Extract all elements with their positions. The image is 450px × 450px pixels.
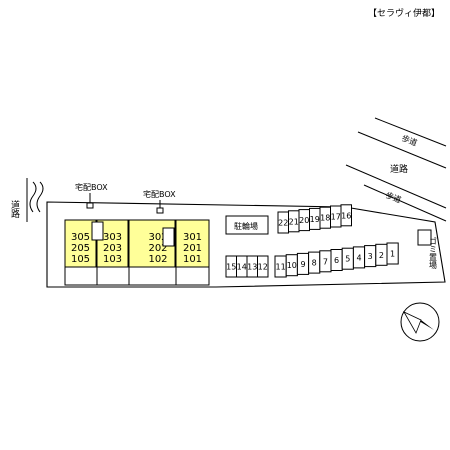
unit-number: 203 [103,243,122,254]
delivery-box-2-marker [156,207,164,214]
unit-number: 301 [183,232,202,243]
parking-space-number: 13 [247,263,257,272]
bicycle-parking-label: 駐輪場 [234,221,258,231]
delivery-box-1-label: 宅配BOX [75,182,108,192]
building-storage [128,266,177,286]
unit-number: 305 [71,232,90,243]
property-title: 【セラヴィ伊都】 [367,9,440,19]
parking-space-number: 8 [312,259,317,268]
parking-space-number: 7 [323,257,328,266]
parking-space-number: 11 [276,263,286,272]
sidewalk-line-upper-top [374,117,447,147]
parking-space-number: 9 [300,260,305,269]
parking-space-number: 6 [334,256,339,265]
unit-number: 105 [71,254,90,265]
parking-space-number: 16 [341,211,351,220]
delivery-box-2-label: 宅配BOX [143,189,176,199]
building-notch [162,227,175,247]
unit-number: 202 [148,243,167,254]
unit-number: 101 [183,254,202,265]
parking-space-number: 4 [356,253,361,262]
parking-space-number: 12 [258,263,268,272]
road-break-mark-2 [36,181,44,213]
building-storage [96,266,130,286]
parking-space-number: 17 [331,213,341,222]
parking-space-number: 14 [237,263,247,272]
parking-space-number: 18 [320,214,330,223]
unit-number: 205 [71,243,90,254]
parking-space-number: 21 [289,217,299,226]
parking-space-number: 3 [368,252,373,261]
parking-space-number: 22 [278,219,288,228]
sidewalk-line-lower [363,184,447,222]
parking-space-number: 1 [390,250,395,259]
unit-number: 102 [148,254,167,265]
parking-space-number: 20 [299,216,309,225]
building-storage [64,266,98,286]
parking-space-number: 2 [379,251,384,260]
unit-number: 302 [148,232,167,243]
building-notch [91,221,104,241]
parking-space [340,204,352,227]
unit-number: 303 [103,232,122,243]
garbage-area-box [417,229,432,246]
road-left-label: 道路 [9,199,20,219]
building-rect [64,219,97,268]
road-right-label: 道路 [390,163,408,175]
parking-space-number: 5 [345,255,350,264]
building-rect [175,219,210,268]
unit-number: 103 [103,254,122,265]
building-rect [96,219,129,268]
road-line-lower [345,164,447,209]
north-arrow-icon [400,302,440,342]
sidewalk-line-upper-bottom [357,131,447,169]
parking-space-number: 10 [287,261,297,270]
parking-space-number: 19 [310,215,320,224]
delivery-box-1-marker [86,202,94,209]
parking-space [257,255,269,278]
parking-space [386,242,399,265]
sidewalk-lower-label: 歩道 [384,190,403,205]
unit-number: 201 [183,243,202,254]
parking-space-number: 15 [226,263,236,272]
garbage-area-label: ゴミ置場 [429,236,438,270]
road-break-mark-1 [29,181,37,213]
bicycle-parking-area [225,215,269,235]
sidewalk-upper-label: 歩道 [400,133,419,148]
building-storage [175,266,210,286]
